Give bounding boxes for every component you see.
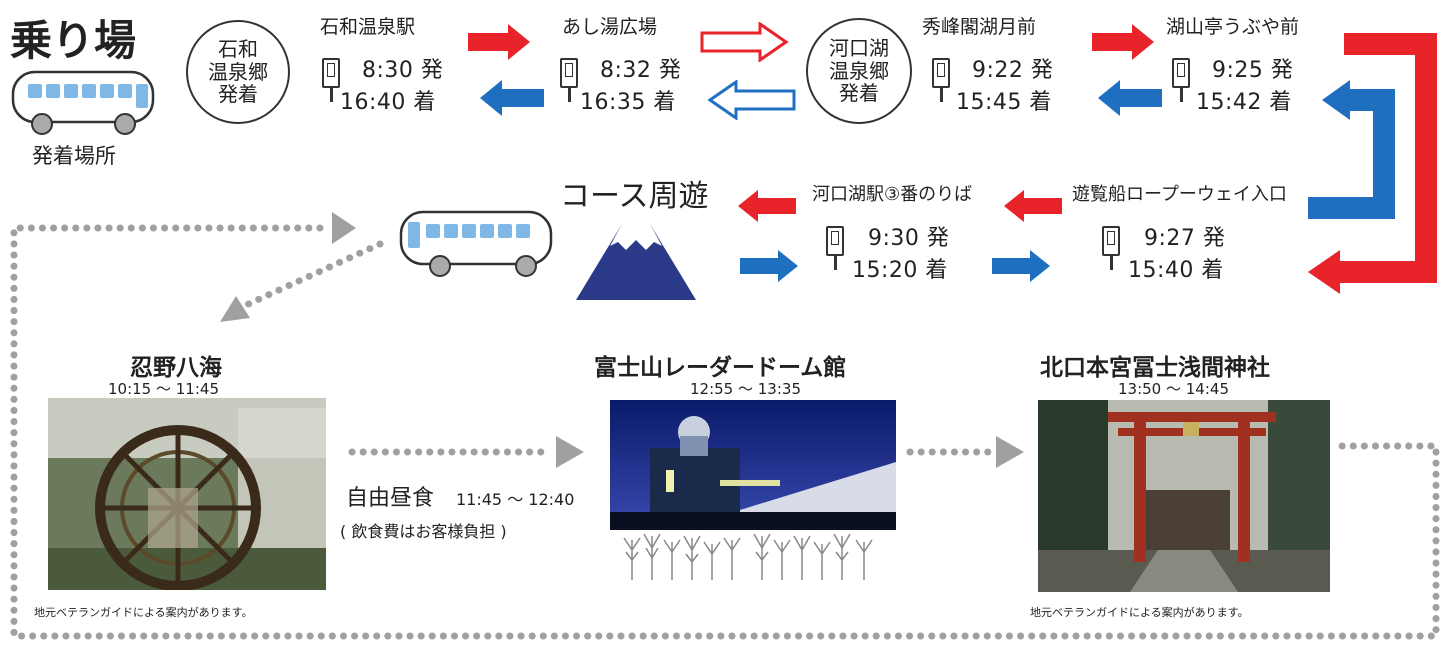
- depart-time: 8:32 発: [600, 58, 682, 83]
- arrive-time: 15:20 着: [852, 258, 948, 283]
- attraction-title: 忍野八海: [130, 355, 222, 381]
- course-label: コース周遊: [560, 179, 709, 214]
- page-title: 乗り場: [10, 16, 137, 65]
- depart-time: 9:30 発: [868, 226, 950, 251]
- arrow-left-red-icon: [738, 190, 796, 222]
- depart-time: 9:22 発: [972, 58, 1054, 83]
- arrow-left-blue-icon: [1098, 80, 1162, 116]
- lunch-note: ( 飲食費はお客様負担 ): [340, 522, 507, 541]
- ishiwa-circle: 石和 温泉郷 発着: [186, 20, 290, 124]
- arrow-right-blue-icon: [740, 250, 798, 282]
- ishiwa-circle-line: 温泉郷: [208, 59, 268, 84]
- arrive-time: 16:40 着: [340, 90, 436, 115]
- stop-name: あし湯広場: [562, 16, 658, 38]
- bus-stop-icon: [932, 58, 950, 102]
- kawaguchiko-circle: 河口湖 温泉郷 発着: [806, 18, 912, 124]
- stop-name: 秀峰閣湖月前: [922, 16, 1037, 38]
- radar-dome-photo: [610, 400, 896, 530]
- ishiwa-circle-line: 発着: [218, 82, 258, 107]
- trees-illustration: [623, 533, 873, 580]
- u-turn-arrows-icon: [1308, 33, 1437, 294]
- arrive-time: 15:45 着: [956, 90, 1052, 115]
- mount-fuji-icon: [576, 224, 696, 300]
- bus-caption: 発着場所: [32, 144, 116, 168]
- kawaguchiko-circle-line: 河口湖: [829, 36, 889, 61]
- attraction-time: 13:50 ～ 14:45: [1118, 380, 1229, 398]
- bus-stop-icon: [322, 58, 340, 102]
- attraction-title: 北口本宮冨士浅間神社: [1040, 355, 1270, 381]
- lunch-label: 自由昼食: [346, 486, 435, 511]
- bus-stop-icon: [1172, 58, 1190, 102]
- oshino-hakkai-photo: [48, 398, 326, 590]
- bus-stop-icon: [1102, 226, 1120, 270]
- arrive-time: 15:42 着: [1196, 90, 1292, 115]
- arrow-left-red-icon: [1004, 190, 1062, 222]
- arrive-time: 16:35 着: [580, 90, 676, 115]
- arrow-right-blue-icon: [992, 250, 1050, 282]
- kawaguchiko-circle-line: 発着: [839, 81, 879, 106]
- stop-name: 遊覧船ロープーウェイ入口: [1072, 184, 1287, 205]
- attraction-title: 富士山レーダードーム館: [594, 355, 847, 381]
- arrow-right-outline-red-icon: [700, 22, 789, 62]
- depart-time: 8:30 発: [362, 58, 444, 83]
- kawaguchiko-circle-line: 温泉郷: [829, 58, 889, 83]
- attraction-time: 10:15 ～ 11:45: [108, 380, 219, 398]
- arrow-right-red-icon: [1092, 24, 1154, 60]
- guide-caption: 地元ベテランガイドによる案内があります。: [34, 606, 253, 619]
- arrive-time: 15:40 着: [1128, 258, 1224, 283]
- arrow-right-red-icon: [468, 24, 530, 60]
- lunch-time: 11:45 ～ 12:40: [456, 490, 575, 509]
- arrow-left-blue-icon: [480, 80, 544, 116]
- stop-name: 河口湖駅③番のりば: [812, 184, 973, 205]
- attraction-time: 12:55 ～ 13:35: [690, 380, 801, 398]
- guide-caption: 地元ベテランガイドによる案内があります。: [1030, 606, 1249, 619]
- bus-stop-icon: [560, 58, 578, 102]
- bus-icon: [11, 70, 155, 135]
- arrow-left-outline-blue-icon: [707, 80, 796, 120]
- stop-name: 石和温泉駅: [320, 16, 416, 38]
- bus-icon: [399, 210, 553, 277]
- stop-name: 湖山亭うぶや前: [1166, 16, 1300, 38]
- sengen-shrine-photo: [1038, 400, 1330, 592]
- depart-time: 9:25 発: [1212, 58, 1294, 83]
- depart-time: 9:27 発: [1144, 226, 1226, 251]
- ishiwa-circle-line: 石和: [218, 37, 258, 62]
- bus-stop-icon: [826, 226, 844, 270]
